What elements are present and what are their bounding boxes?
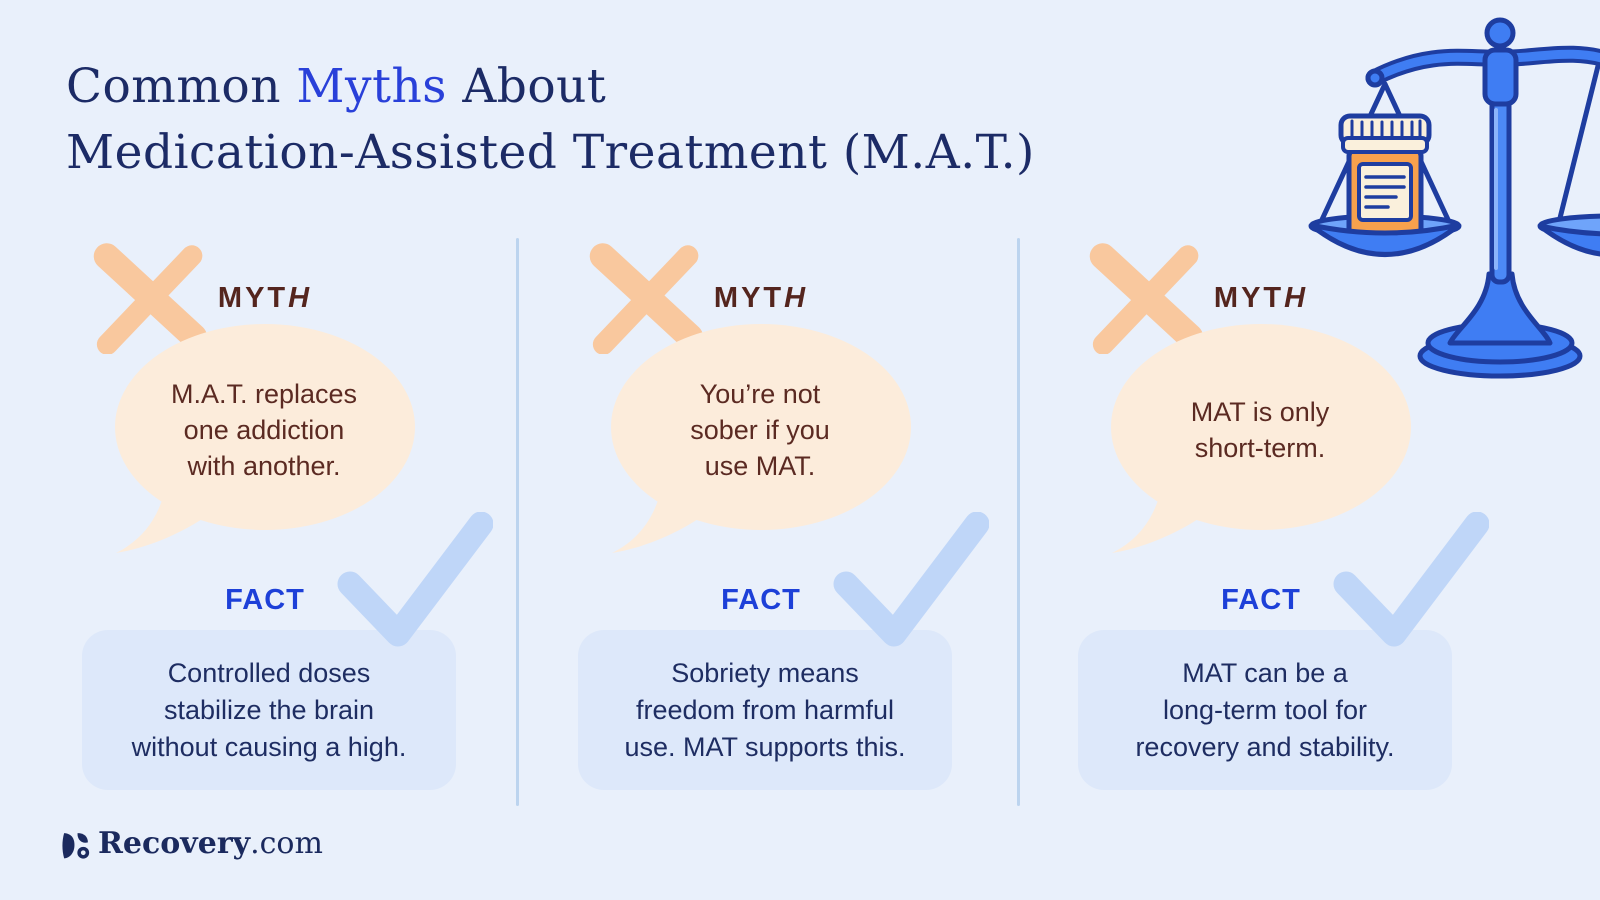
footer-brand: Recovery.com bbox=[60, 826, 323, 861]
title-highlight: Myths bbox=[296, 59, 447, 114]
column-divider-2 bbox=[1017, 238, 1020, 806]
title-pre: Common bbox=[66, 59, 297, 114]
check-mark-icon bbox=[1333, 512, 1489, 647]
fact-statement-box: MAT can be a long-term tool for recovery… bbox=[1078, 630, 1452, 790]
myth-statement: You’re not sober if you use MAT. bbox=[690, 379, 830, 481]
brand-name: Recovery.com bbox=[98, 826, 323, 861]
myth-statement: MAT is only short-term. bbox=[1190, 397, 1330, 463]
page-title: Common Myths About Medication-Assisted T… bbox=[66, 54, 1035, 186]
check-mark-icon bbox=[833, 512, 989, 647]
fact-label: FACT bbox=[225, 584, 305, 616]
myth-fact-column-3: MYTH MAT is only short-term. FACT MAT ca… bbox=[1051, 240, 1489, 800]
fact-statement-box: Sobriety means freedom from harmful use.… bbox=[578, 630, 952, 790]
fact-label: FACT bbox=[721, 584, 801, 616]
x-mark-icon bbox=[1089, 243, 1204, 354]
speech-bubble bbox=[611, 324, 911, 553]
myth-label: MYTH bbox=[1213, 282, 1309, 314]
myth-fact-column-2: MYTH You’re not sober if you use MAT. FA… bbox=[551, 240, 989, 800]
title-post: About bbox=[446, 59, 607, 114]
x-mark-icon bbox=[93, 243, 208, 354]
column-divider-1 bbox=[516, 238, 519, 806]
check-mark-icon bbox=[337, 512, 493, 647]
speech-bubble bbox=[1111, 324, 1411, 553]
fact-label: FACT bbox=[1221, 584, 1301, 616]
myth-statement: M.A.T. replaces one addiction with anoth… bbox=[170, 379, 358, 481]
x-mark-icon bbox=[589, 243, 704, 354]
title-line-1: Common Myths About bbox=[66, 54, 1035, 120]
speech-bubble bbox=[115, 324, 415, 553]
myth-label: MYTH bbox=[713, 282, 809, 314]
fact-statement-box: Controlled doses stabilize the brain wit… bbox=[82, 630, 456, 790]
balance-scale-icon bbox=[1308, 17, 1600, 379]
myth-fact-column-1: MYTH M.A.T. replaces one addiction with … bbox=[55, 240, 493, 800]
recovery-logo-icon bbox=[62, 832, 90, 859]
title-line-2: Medication-Assisted Treatment (M.A.T.) bbox=[66, 125, 1035, 180]
myth-label: MYTH bbox=[217, 282, 313, 314]
